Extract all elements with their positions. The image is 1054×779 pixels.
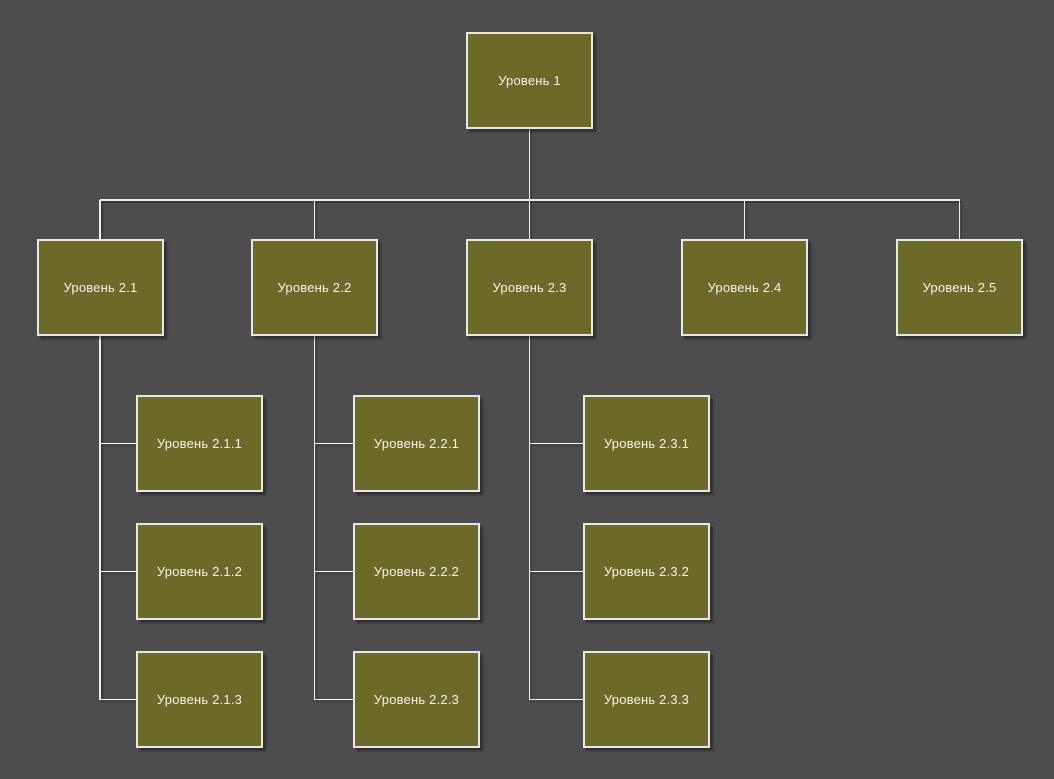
org-node-label: Уровень 2.2.1: [373, 436, 460, 451]
org-node-label: Уровень 2.1: [63, 280, 138, 295]
connector-stub-2-3-1: [529, 442, 583, 445]
connector-stub-2-2-3: [314, 698, 353, 701]
connector-stub-2-3-2: [529, 570, 583, 573]
org-node-2-2-1[interactable]: Уровень 2.2.1: [353, 395, 480, 492]
org-node-2-3[interactable]: Уровень 2.3: [466, 239, 593, 336]
connector-trunk-level1: [528, 129, 531, 200]
org-node-label: Уровень 2.1.2: [156, 564, 243, 579]
connector-col-2-2-vertical: [313, 336, 316, 700]
org-node-label: Уровень 2.3.1: [603, 436, 690, 451]
org-node-2-1-1[interactable]: Уровень 2.1.1: [136, 395, 263, 492]
org-node-label: Уровень 2.2: [277, 280, 352, 295]
connector-col-2-1-vertical: [99, 336, 101, 700]
org-node-2-1[interactable]: Уровень 2.1: [37, 239, 164, 336]
org-node-2-1-3[interactable]: Уровень 2.1.3: [136, 651, 263, 748]
org-node-2-3-2[interactable]: Уровень 2.3.2: [583, 523, 710, 620]
org-node-2-2[interactable]: Уровень 2.2: [251, 239, 378, 336]
org-node-2-4[interactable]: Уровень 2.4: [681, 239, 808, 336]
connector-stub-2-2-2: [314, 570, 353, 573]
org-node-2-2-2[interactable]: Уровень 2.2.2: [353, 523, 480, 620]
org-node-label: Уровень 2.1.1: [156, 436, 243, 451]
org-node-label: Уровень 2.3: [492, 280, 567, 295]
org-node-2-5[interactable]: Уровень 2.5: [896, 239, 1023, 336]
org-node-label: Уровень 1: [498, 73, 561, 88]
org-node-1[interactable]: Уровень 1: [466, 32, 593, 129]
connector-drop-2-5: [958, 200, 961, 239]
connector-col-2-3-vertical: [528, 336, 531, 700]
org-node-label: Уровень 2.2.3: [373, 692, 460, 707]
connector-drop-2-1: [99, 200, 101, 239]
org-node-2-3-1[interactable]: Уровень 2.3.1: [583, 395, 710, 492]
connector-drop-2-4: [743, 200, 746, 239]
org-node-label: Уровень 2.3.3: [603, 692, 690, 707]
connector-stub-2-2-1: [314, 442, 353, 445]
org-node-label: Уровень 2.3.2: [603, 564, 690, 579]
org-node-2-1-2[interactable]: Уровень 2.1.2: [136, 523, 263, 620]
org-node-label: Уровень 2.1.3: [156, 692, 243, 707]
org-node-label: Уровень 2.4: [707, 280, 782, 295]
org-node-2-2-3[interactable]: Уровень 2.2.3: [353, 651, 480, 748]
connector-stub-2-1-3: [100, 698, 136, 701]
connector-drop-2-2: [313, 200, 316, 239]
connector-stub-2-1-2: [100, 570, 136, 573]
connector-stub-2-3-3: [529, 698, 583, 701]
org-node-label: Уровень 2.2.2: [373, 564, 460, 579]
connector-stub-2-1-1: [100, 442, 136, 445]
org-node-2-3-3[interactable]: Уровень 2.3.3: [583, 651, 710, 748]
org-node-label: Уровень 2.5: [922, 280, 997, 295]
connector-drop-2-3: [528, 200, 531, 239]
